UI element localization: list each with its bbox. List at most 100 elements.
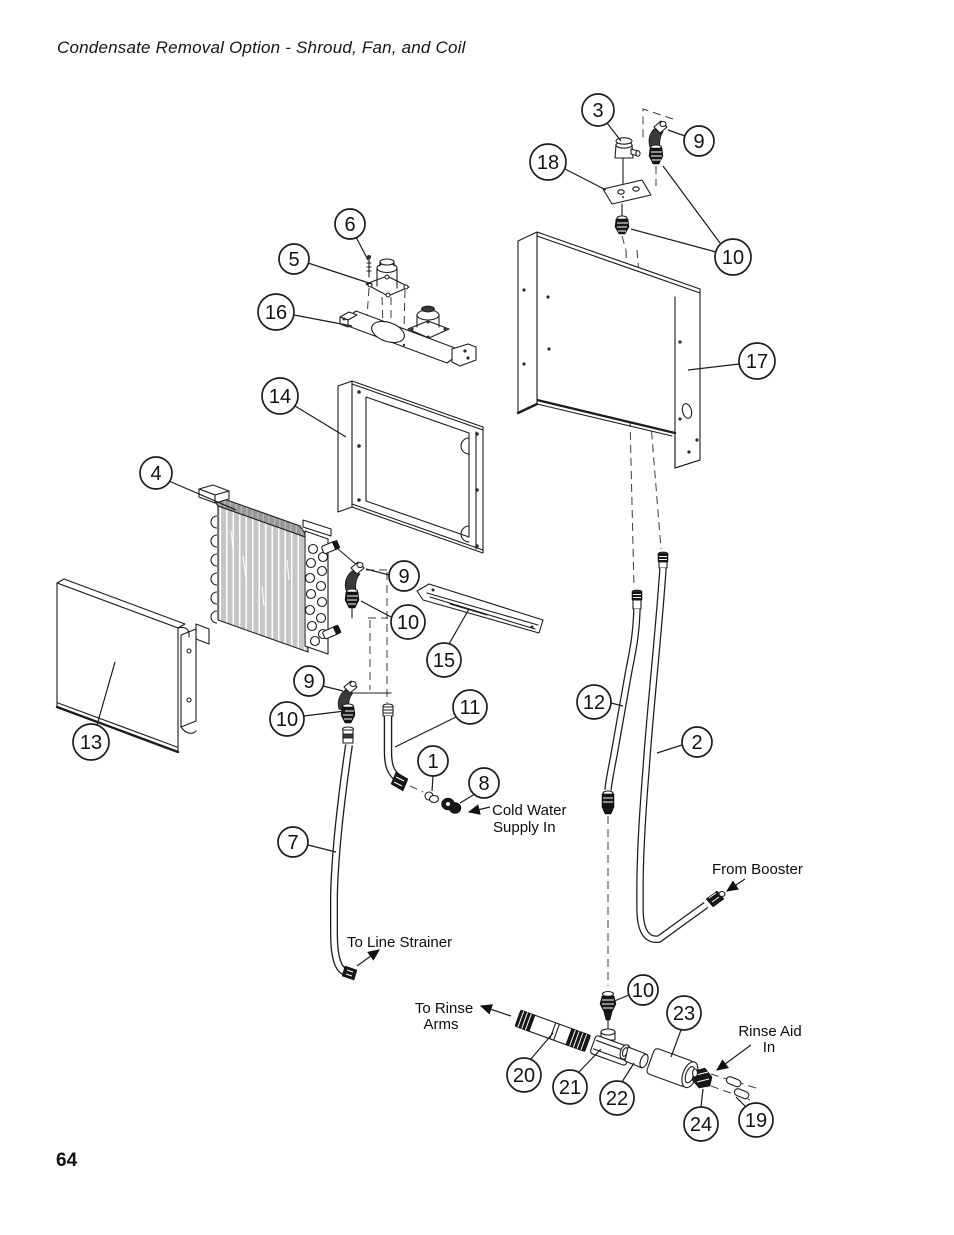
svg-text:10: 10	[276, 709, 298, 731]
annotation-text: Supply In	[493, 819, 556, 836]
annotation-text: Cold Water	[492, 802, 566, 819]
part-9-elbow-low	[337, 680, 392, 712]
callout-14: 14	[261, 377, 299, 415]
callout-15: 15	[426, 642, 462, 678]
part-17-side-panel	[516, 231, 701, 469]
callout-2: 2	[681, 726, 713, 758]
svg-text:8: 8	[478, 773, 489, 795]
callout-6: 6	[334, 208, 366, 240]
callout-16: 16	[257, 293, 295, 331]
svg-text:5: 5	[288, 249, 299, 271]
part-8-inlet-fitting	[441, 797, 462, 814]
callout-9-top: 9	[683, 125, 715, 157]
callout-21: 21	[552, 1069, 588, 1105]
svg-text:10: 10	[722, 247, 744, 269]
part-5-fan-motor	[365, 258, 410, 298]
page-title: Condensate Removal Option - Shroud, Fan,…	[57, 38, 466, 57]
part-22-sleeve	[624, 1046, 649, 1069]
callout-9-mid: 9	[388, 560, 420, 592]
callout-12: 12	[576, 684, 612, 720]
annotation-text: Rinse Aid	[738, 1023, 801, 1040]
svg-text:9: 9	[303, 671, 314, 693]
svg-text:1: 1	[427, 751, 438, 773]
svg-text:19: 19	[745, 1110, 767, 1132]
svg-text:12: 12	[583, 692, 605, 714]
svg-text:4: 4	[150, 463, 161, 485]
callout-7: 7	[277, 826, 309, 858]
svg-text:18: 18	[537, 152, 559, 174]
part-18-plate	[602, 179, 652, 218]
callout-10-mid: 10	[390, 604, 426, 640]
callout-5: 5	[278, 243, 310, 275]
svg-text:20: 20	[513, 1065, 535, 1087]
page-number: 64	[56, 1150, 78, 1171]
part-10-fitting-mid	[344, 588, 360, 619]
callout-18: 18	[529, 143, 567, 181]
svg-text:23: 23	[673, 1003, 695, 1025]
part-9-elbow-top	[648, 120, 668, 150]
part-14-shroud-frame	[337, 380, 484, 554]
svg-text:3: 3	[592, 100, 603, 122]
svg-text:13: 13	[80, 732, 102, 754]
callout-10-bottom: 10	[627, 974, 659, 1006]
svg-text:9: 9	[398, 566, 409, 588]
annotation-text: Arms	[424, 1016, 459, 1033]
svg-text:14: 14	[269, 386, 291, 408]
callout-23: 23	[666, 995, 702, 1031]
callout-22: 22	[599, 1080, 635, 1116]
part-24-fitting	[691, 1067, 713, 1089]
svg-text:16: 16	[265, 302, 287, 324]
part-15-drain-pan	[416, 583, 544, 634]
part-11-tube	[382, 703, 409, 792]
callout-8: 8	[468, 767, 500, 799]
annotation-to-rinse-arms: To Rinse Arms	[415, 1000, 512, 1033]
annotation-rinse-aid-in: Rinse Aid In	[716, 1023, 802, 1071]
svg-text:22: 22	[606, 1088, 628, 1110]
annotation-from-booster: From Booster	[712, 861, 803, 892]
callout-11: 11	[452, 689, 488, 725]
callout-10-low: 10	[269, 701, 305, 737]
part-1-nut	[424, 791, 440, 804]
callout-19: 19	[738, 1102, 774, 1138]
part-16-motor-plate	[339, 305, 477, 367]
part-10-fitting-low	[340, 703, 356, 744]
callout-9-low: 9	[293, 665, 325, 697]
svg-text:7: 7	[287, 832, 298, 854]
svg-text:10: 10	[632, 980, 654, 1002]
annotation-text: From Booster	[712, 861, 803, 878]
part-13-side-panel-left	[55, 578, 197, 754]
annotation-text: In	[763, 1039, 776, 1056]
svg-text:21: 21	[559, 1077, 581, 1099]
part-10-fitting-bottom	[599, 990, 617, 1033]
callout-3: 3	[581, 93, 615, 127]
callout-1: 1	[417, 745, 449, 777]
svg-text:6: 6	[344, 214, 355, 236]
part-19-pins	[725, 1076, 750, 1100]
svg-text:17: 17	[746, 351, 768, 373]
part-3-valve	[614, 137, 641, 189]
svg-text:10: 10	[397, 612, 419, 634]
annotation-to-line-strainer: To Line Strainer	[347, 934, 452, 967]
part-23-cylinder	[646, 1048, 699, 1089]
annotation-text: To Rinse	[415, 1000, 473, 1017]
svg-text:2: 2	[691, 732, 702, 754]
svg-text:24: 24	[690, 1114, 712, 1136]
callout-4: 4	[139, 456, 173, 490]
part-10-fitting-top	[648, 144, 664, 165]
part-10-fitting-under-plate	[614, 215, 630, 235]
callout-20: 20	[506, 1057, 542, 1093]
annotation-text: To Line Strainer	[347, 934, 452, 951]
svg-text:15: 15	[433, 650, 455, 672]
callout-24: 24	[683, 1106, 719, 1142]
svg-text:11: 11	[460, 697, 481, 719]
annotation-cold-water-supply-in: Cold Water Supply In	[467, 802, 566, 836]
part-6-screw	[366, 255, 372, 278]
callout-10-top: 10	[714, 238, 752, 276]
svg-text:9: 9	[693, 131, 704, 153]
callout-13: 13	[72, 723, 110, 761]
part-12-tube	[601, 589, 643, 815]
part-7-tube	[330, 744, 358, 981]
part-20-nipple	[514, 1009, 591, 1052]
